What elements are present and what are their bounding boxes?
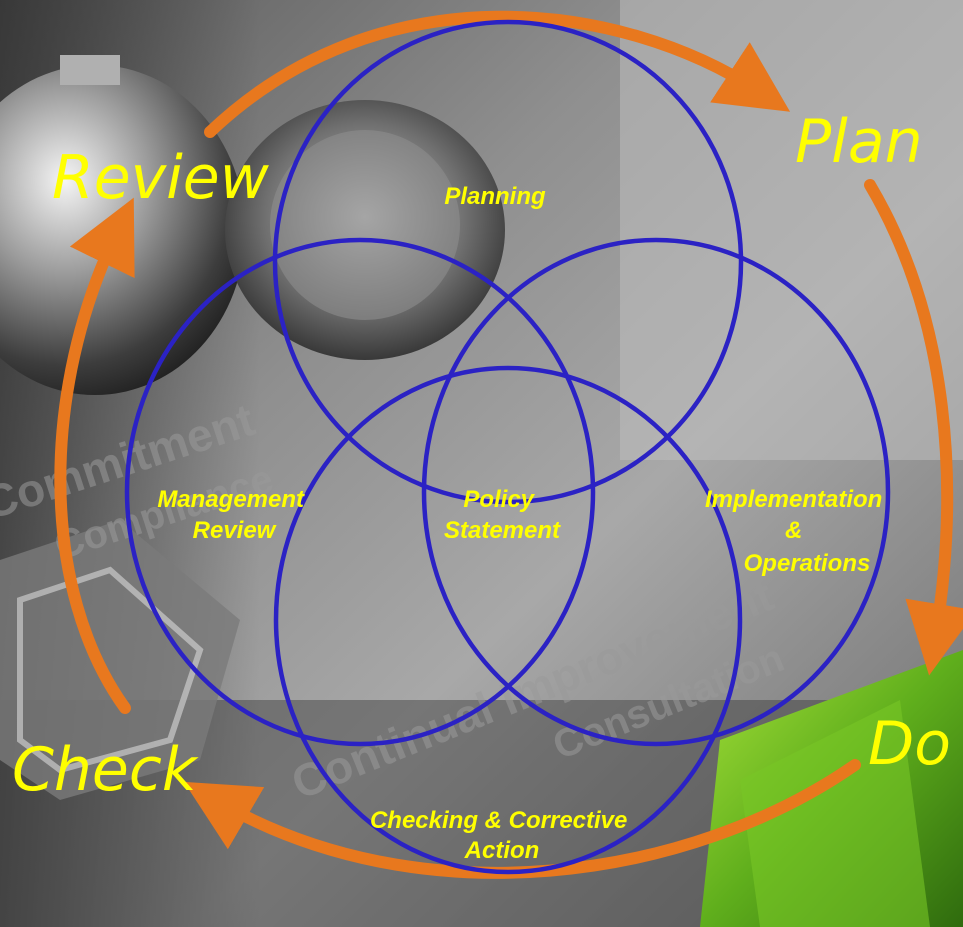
circle-implementation xyxy=(421,237,891,747)
cycle-arrows xyxy=(54,10,963,879)
circle-management-review xyxy=(124,237,596,747)
phase-review: Review xyxy=(52,143,270,213)
venn-circles xyxy=(124,19,891,875)
phase-do: Do xyxy=(868,709,951,779)
circle-checking xyxy=(273,365,743,875)
label-policy-statement: Policy Statement xyxy=(444,486,561,544)
label-management-review: Management Review xyxy=(157,486,310,544)
circle-planning xyxy=(272,19,744,505)
arrow-check-to-review xyxy=(54,197,135,714)
label-planning: Planning xyxy=(444,183,546,210)
phase-plan: Plan xyxy=(795,107,923,177)
arrow-review-to-plan xyxy=(204,10,791,138)
arrow-plan-to-do xyxy=(864,179,963,676)
label-checking: Checking & Corrective Action xyxy=(370,807,634,864)
phase-check: Check xyxy=(12,735,199,805)
label-implementation: Implementation & Operations xyxy=(705,486,889,577)
arrow-do-to-check xyxy=(183,759,861,879)
